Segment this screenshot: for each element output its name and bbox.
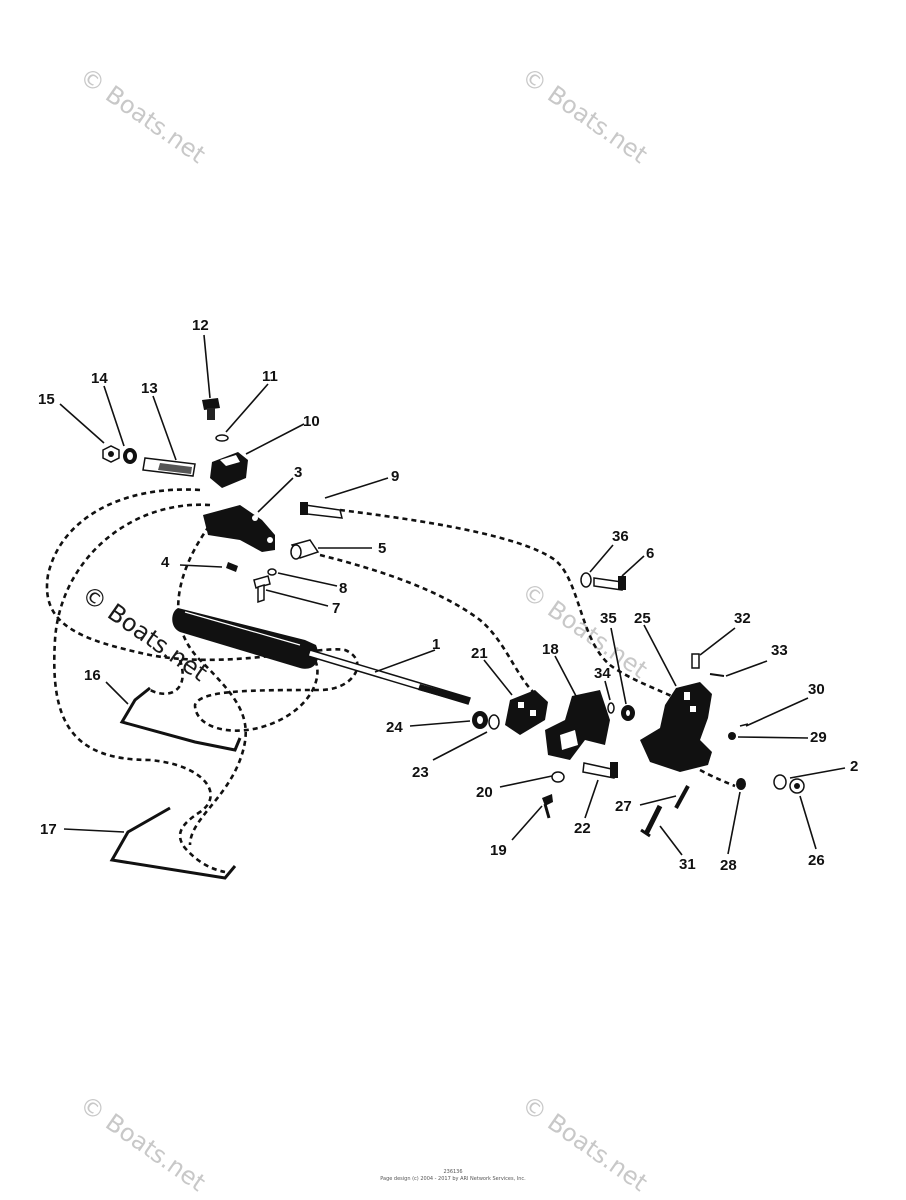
- callout-5: 5: [378, 540, 386, 557]
- guide-line-top: [339, 508, 681, 702]
- footer-copyright: Page design (c) 2004 - 2017 by ARI Netwo…: [380, 1176, 526, 1182]
- callout-9: 9: [391, 468, 399, 485]
- part-30-pin: [739, 723, 749, 727]
- guide-line-inner-loop: [176, 511, 248, 846]
- part-18-swivel-bracket: [545, 690, 610, 760]
- part-4-cotter-pin: [226, 562, 238, 572]
- callout-7: 7: [332, 600, 340, 617]
- callout-10: 10: [303, 413, 320, 430]
- part-23-washer: [488, 714, 500, 730]
- part-34-ring: [607, 702, 615, 714]
- callout-11: 11: [262, 368, 278, 385]
- part-12-bolt: [202, 398, 220, 420]
- callout-18: 18: [542, 641, 559, 658]
- callout-24: 24: [386, 719, 403, 736]
- leader-lines: [59, 334, 846, 856]
- callout-28: 28: [720, 857, 737, 874]
- assembly-guide-lines: [45, 488, 736, 874]
- part-5-bushing: [290, 539, 320, 560]
- callout-19: 19: [490, 842, 507, 859]
- part-21-clamp: [505, 690, 548, 735]
- callout-22: 22: [574, 820, 591, 837]
- callout-27: 27: [615, 798, 632, 815]
- callout-23: 23: [412, 764, 429, 781]
- callout-25: 25: [634, 610, 651, 627]
- callout-8: 8: [339, 580, 347, 597]
- part-27-spring: [674, 785, 690, 809]
- part-9-bolt: [300, 502, 343, 519]
- callout-30: 30: [808, 681, 825, 698]
- callout-17: 17: [40, 821, 57, 838]
- footer-code: 236136: [443, 1169, 462, 1175]
- part-14-washer: [123, 448, 137, 464]
- part-31-bolt: [640, 804, 663, 838]
- callout-31: 31: [679, 856, 696, 873]
- part-1-tiller-handle: [172, 608, 471, 705]
- guide-line-left-loop: [45, 488, 359, 732]
- part-7-bolt: [253, 575, 271, 604]
- callout-3: 3: [294, 464, 302, 481]
- callout-29: 29: [810, 729, 827, 746]
- watermark-bottom-left: © Boats.net: [75, 1090, 211, 1197]
- watermark-bottom-right: © Boats.net: [517, 1090, 653, 1197]
- watermark-top-right: © Boats.net: [517, 62, 653, 169]
- parts: [102, 398, 805, 880]
- callout-15: 15: [38, 391, 55, 408]
- watermark-top-left: © Boats.net: [75, 62, 211, 169]
- part-36-washer: [580, 572, 592, 588]
- part-22-bolt: [582, 762, 618, 779]
- callout-1: 1: [432, 636, 440, 653]
- footer: 236136 Page design (c) 2004 - 2017 by AR…: [380, 1169, 526, 1182]
- watermark-center-right: © Boats.net: [517, 577, 653, 684]
- callout-35: 35: [600, 610, 617, 627]
- part-28-nut: [736, 778, 746, 790]
- callout-6: 6: [646, 545, 654, 562]
- callout-20: 20: [476, 784, 493, 801]
- guide-line-mid: [319, 553, 546, 702]
- callout-12: 12: [192, 317, 209, 334]
- callout-2: 2: [850, 758, 858, 775]
- callout-33: 33: [771, 642, 788, 659]
- part-3-bracket: [203, 505, 275, 552]
- part-2-washer: [773, 774, 787, 790]
- callout-13: 13: [141, 380, 158, 397]
- part-35-nut: [621, 705, 635, 721]
- part-29-washer: [728, 732, 736, 740]
- part-26-nut: [789, 778, 805, 794]
- part-15-nut: [102, 445, 120, 463]
- part-17-wire: [109, 806, 237, 880]
- callout-34: 34: [594, 665, 611, 682]
- watermarks: © Boats.net © Boats.net © Boats.net © Bo…: [75, 62, 653, 1197]
- callout-26: 26: [808, 852, 825, 869]
- callout-21: 21: [471, 645, 488, 662]
- part-33-pin: [709, 673, 725, 677]
- part-19-bolt: [542, 794, 553, 819]
- part-13-pin: [142, 457, 196, 477]
- callout-32: 32: [734, 610, 751, 627]
- callout-14: 14: [91, 370, 108, 387]
- callout-labels: 1 2 3 4 5 6 7 8 9 10 11 12 13 14 15 16 1…: [38, 317, 858, 874]
- part-25-bracket: [640, 682, 712, 772]
- callout-36: 36: [612, 528, 629, 545]
- part-11-washer: [215, 434, 229, 442]
- callout-4: 4: [161, 554, 170, 571]
- callout-16: 16: [84, 667, 101, 684]
- part-24-washer: [472, 711, 488, 729]
- guide-line-outer-loop: [53, 503, 226, 874]
- guide-line-right: [699, 768, 736, 788]
- part-6-bolt: [593, 576, 626, 591]
- part-8-washer: [267, 568, 277, 576]
- part-32-bolt: [691, 653, 700, 669]
- part-20-washer: [551, 771, 565, 783]
- part-10-block: [210, 452, 248, 488]
- part-16-wire: [119, 686, 242, 752]
